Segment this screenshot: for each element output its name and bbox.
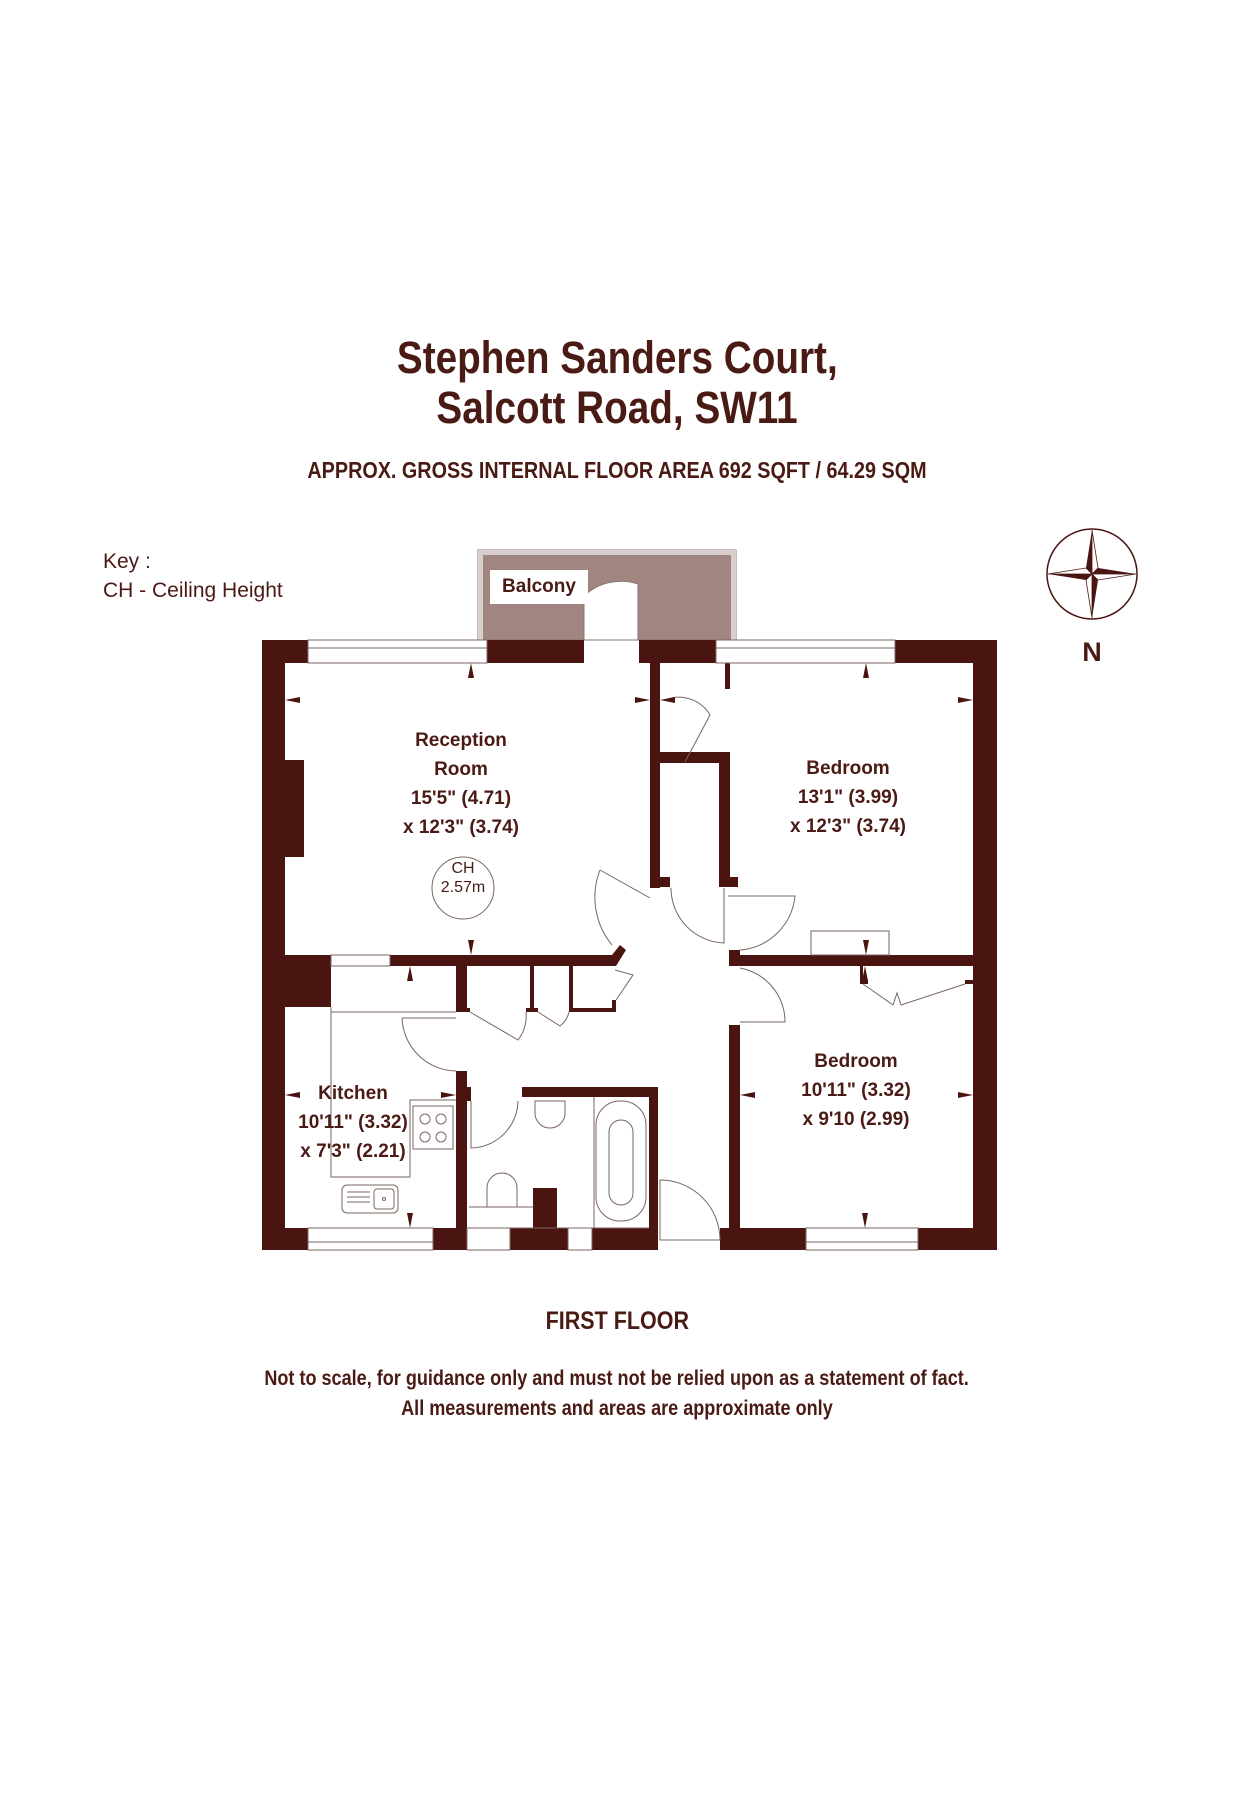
ceiling-height-marker — [431, 856, 495, 920]
compass: N — [1040, 522, 1144, 667]
balcony — [477, 549, 737, 641]
reception-dim-2: x 12'3" (3.74) — [403, 817, 519, 838]
room-label-bedroom-1: Bedroom 13'1" (3.99) x 12'3" (3.74) — [748, 754, 948, 841]
kitchen-dim-2: x 7'3" (2.21) — [300, 1141, 406, 1162]
reception-name-2: Room — [434, 759, 488, 780]
compass-north-label: N — [1082, 637, 1102, 667]
title-line-2: Salcott Road, SW11 — [436, 382, 798, 433]
floor-area: APPROX. GROSS INTERNAL FLOOR AREA 692 SQ… — [0, 456, 1234, 484]
bedroom1-name: Bedroom — [806, 758, 890, 779]
bedroom1-dim-2: x 12'3" (3.74) — [790, 816, 906, 837]
disclaimer-line-2: All measurements and areas are approxima… — [401, 1397, 833, 1420]
bedroom2-dim-2: x 9'10 (2.99) — [802, 1109, 910, 1130]
kitchen-name: Kitchen — [318, 1083, 388, 1104]
room-label-kitchen: Kitchen 10'11" (3.32) x 7'3" (2.21) — [288, 1079, 418, 1166]
reception-dim-1: 15'5" (4.71) — [410, 788, 512, 809]
ch-label: CH — [451, 860, 475, 877]
floor-name-text: FIRST FLOOR — [545, 1307, 689, 1335]
room-label-bedroom-2: Bedroom 10'11" (3.32) x 9'10 (2.99) — [756, 1047, 956, 1134]
floor-name: FIRST FLOOR — [0, 1307, 1234, 1336]
compass-rose-icon — [1046, 528, 1138, 620]
bedroom2-dim-1: 10'11" (3.32) — [801, 1080, 911, 1101]
room-label-balcony: Balcony — [490, 570, 588, 604]
ch-value: 2.57m — [440, 879, 486, 896]
dimension-markers — [285, 663, 973, 1228]
room-label-reception: Reception Room 15'5" (4.71) x 12'3" (3.7… — [361, 726, 561, 842]
property-address: Salcott Road, SW11 — [0, 383, 1234, 433]
key-heading: Key : — [103, 550, 151, 573]
door-swings — [330, 696, 966, 1241]
bedroom2-name: Bedroom — [814, 1051, 898, 1072]
walls — [262, 640, 997, 1250]
disclaimer-line-1: Not to scale, for guidance only and must… — [264, 1367, 970, 1390]
property-title: Stephen Sanders Court, — [0, 333, 1234, 383]
bedroom1-dim-1: 13'1" (3.99) — [797, 787, 899, 808]
disclaimer: Not to scale, for guidance only and must… — [0, 1364, 1234, 1424]
key-entry-ch: CH - Ceiling Height — [103, 579, 283, 602]
ceiling-height-label: CH 2.57m — [433, 859, 493, 897]
windows — [307, 639, 919, 1251]
balcony-name: Balcony — [502, 576, 576, 597]
title-line-1: Stephen Sanders Court, — [396, 332, 838, 383]
reception-name-1: Reception — [415, 730, 507, 751]
legend-key: Key : CH - Ceiling Height — [103, 547, 283, 605]
kitchen-dim-1: 10'11" (3.32) — [298, 1112, 408, 1133]
floor-area-text: APPROX. GROSS INTERNAL FLOOR AREA 692 SQ… — [307, 457, 927, 483]
